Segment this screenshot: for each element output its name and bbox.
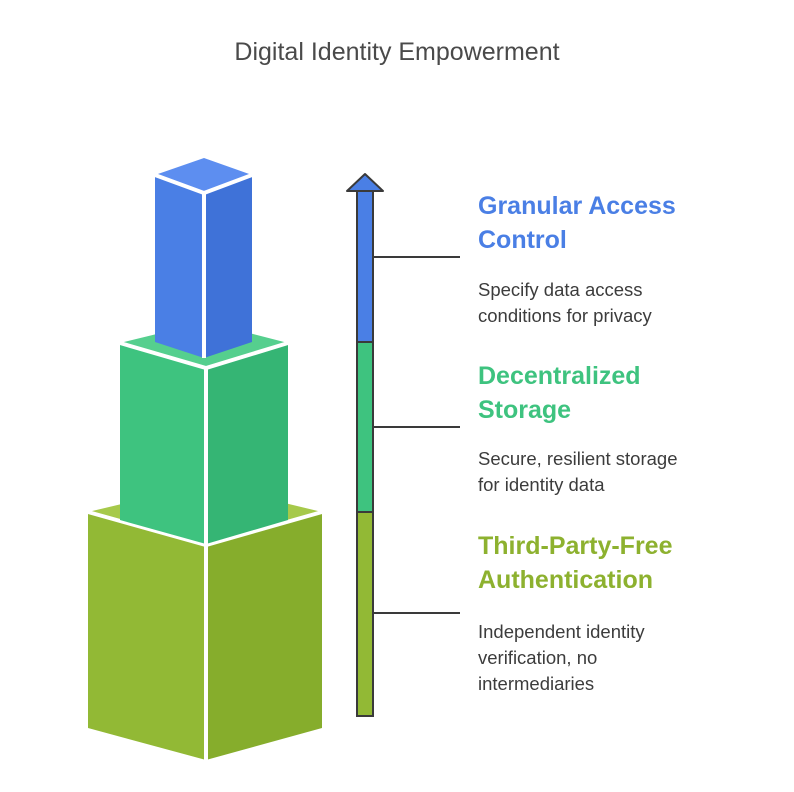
tier3-heading: Third-Party-Free Authentication bbox=[478, 532, 673, 594]
tier1-description: Specify data access conditions for priva… bbox=[478, 279, 652, 326]
diagram-title: Digital Identity Empowerment bbox=[234, 38, 560, 66]
tier1-heading: Granular Access Control bbox=[478, 192, 676, 254]
tier2-description: Secure, resilient storage for identity d… bbox=[478, 448, 678, 495]
progress-arrow bbox=[346, 173, 384, 717]
block-tier1 bbox=[154, 158, 253, 358]
tier2-heading: Decentralized Storage bbox=[478, 362, 641, 424]
tier3-description: Independent identity verification, no in… bbox=[478, 621, 645, 694]
